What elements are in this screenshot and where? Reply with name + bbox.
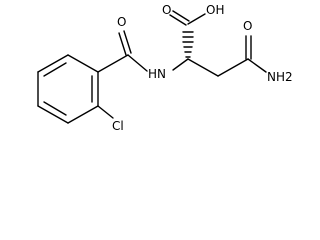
molecule-structure: O HN O OH O NH2 Cl [37, 3, 293, 133]
ring-double-bond [43, 101, 67, 116]
atom-label-nh: HN [148, 67, 166, 81]
c-n-bond [127, 54, 148, 72]
atom-label-amide-o: O [243, 19, 252, 33]
ch2-amidec-bond [217, 58, 249, 77]
acid-c-oh-bond [187, 13, 206, 25]
ring-double-bond [43, 62, 67, 77]
benzoyl-co-double [123, 30, 132, 54]
benzoyl-co-double [118, 32, 127, 56]
acid-co-double [169, 14, 187, 26]
stereo-hash-bond [182, 31, 194, 58]
atom-label-chlorine: Cl [112, 119, 124, 133]
ring-carbonyl-bond [97, 54, 129, 73]
atom-label-group: O HN O OH O NH2 Cl [112, 3, 293, 133]
atom-label-benzoyl-o: O [117, 15, 126, 29]
atom-label-acid-o: O [162, 3, 171, 17]
atom-label-acid-oh: OH [206, 3, 224, 17]
calpha-ch2-bond [187, 58, 219, 77]
ring-bond [37, 54, 69, 73]
c-cl-bond [97, 105, 114, 119]
ring-bond [37, 105, 69, 124]
ring-bond [67, 105, 99, 124]
amide-c-n-bond [247, 58, 267, 73]
n-calpha-bond [172, 58, 189, 71]
acid-co-double [172, 10, 190, 22]
bond-group [37, 10, 267, 124]
ring-bond [67, 54, 99, 73]
atom-label-nh2: NH2 [267, 70, 293, 84]
